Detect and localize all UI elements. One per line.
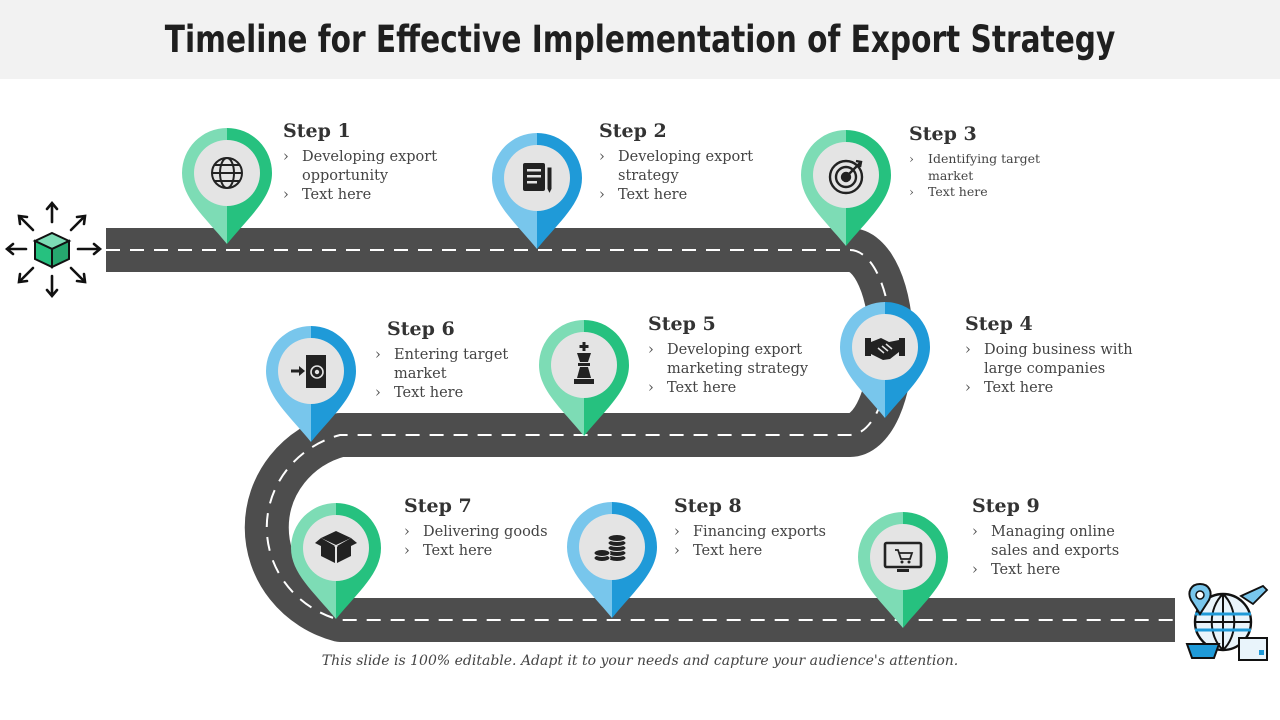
step-6-pin: [266, 326, 356, 444]
step-7-pin: [291, 503, 381, 621]
coins-icon: [593, 534, 627, 562]
step-2-line-1: Developing export strategy: [599, 148, 769, 186]
step-7-text: Step 7 Delivering goods Text here: [404, 495, 564, 561]
step-4-text: Step 4 Doing business with large compani…: [965, 313, 1175, 398]
step-5-text: Step 5 Developing export marketing strat…: [648, 313, 823, 398]
step-5-pin: [539, 320, 629, 438]
step-1-pin: [182, 128, 272, 246]
step-8-text: Step 8 Financing exports Text here: [674, 495, 844, 561]
step-3-pin: [801, 130, 891, 248]
step-5-line-2: Text here: [648, 379, 823, 398]
step-4-line-2: Text here: [965, 379, 1175, 398]
step-9-title: Step 9: [972, 495, 1040, 517]
step-9-line-2: Text here: [972, 561, 1132, 580]
step-6-title: Step 6: [387, 318, 455, 340]
step-5-title: Step 5: [648, 313, 716, 335]
monitor-cart-icon: [883, 541, 923, 572]
global-logistics-icon: [1185, 582, 1269, 661]
step-6-line-1: Entering target market: [375, 346, 515, 384]
step-5-line-1: Developing export marketing strategy: [648, 341, 823, 379]
step-7-line-1: Delivering goods: [404, 523, 564, 542]
step-3-title: Step 3: [909, 123, 977, 145]
package-arrows-icon: [4, 200, 103, 299]
step-8-title: Step 8: [674, 495, 742, 517]
globe-icon: [211, 157, 243, 189]
step-1-line-1: Developing export opportunity: [283, 148, 473, 186]
step-9-text: Step 9 Managing online sales and exports…: [972, 495, 1132, 580]
enter-target-icon: [291, 355, 326, 388]
step-4-title: Step 4: [965, 313, 1033, 335]
step-8-line-1: Financing exports: [674, 523, 844, 542]
chess-king-icon: [574, 342, 594, 384]
step-3-line-2: Text here: [909, 184, 1059, 201]
document-pen-icon: [523, 163, 553, 196]
step-2-title: Step 2: [599, 120, 667, 142]
step-1-title: Step 1: [283, 120, 351, 142]
slide-title: Timeline for Effective Implementation of…: [164, 18, 1116, 61]
title-bar: Timeline for Effective Implementation of…: [0, 0, 1280, 79]
step-6-line-2: Text here: [375, 384, 515, 403]
step-4-line-1: Doing business with large companies: [965, 341, 1175, 379]
step-3-line-1: Identifying target market: [909, 151, 1059, 184]
step-2-text: Step 2 Developing export strategy Text h…: [599, 120, 769, 205]
step-7-line-2: Text here: [404, 542, 564, 561]
step-8-line-2: Text here: [674, 542, 844, 561]
target-icon: [828, 159, 864, 195]
box-icon: [315, 531, 357, 563]
step-8-pin: [567, 502, 657, 620]
step-4-pin: [840, 302, 930, 420]
step-2-pin: [492, 133, 582, 251]
step-1-line-2: Text here: [283, 186, 473, 205]
footer-note: This slide is 100% editable. Adapt it to…: [321, 653, 959, 669]
step-1-text: Step 1 Developing export opportunity Tex…: [283, 120, 473, 205]
step-7-title: Step 7: [404, 495, 472, 517]
step-6-text: Step 6 Entering target market Text here: [375, 318, 515, 403]
step-3-text: Step 3 Identifying target market Text he…: [909, 123, 1059, 201]
step-2-line-2: Text here: [599, 186, 769, 205]
step-9-line-1: Managing online sales and exports: [972, 523, 1132, 561]
step-9-pin: [858, 512, 948, 630]
handshake-icon: [865, 338, 905, 360]
